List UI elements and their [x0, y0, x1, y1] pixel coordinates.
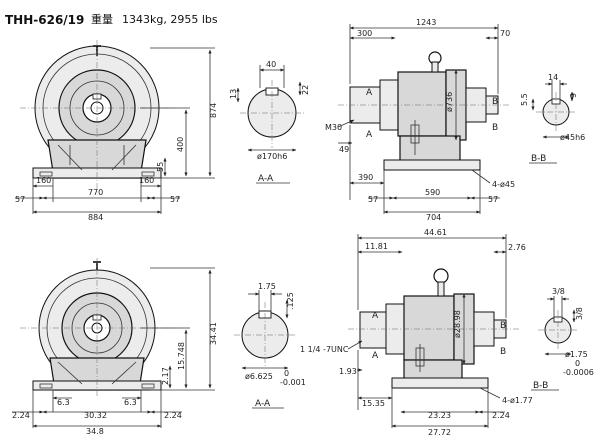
dim-57-left: 57 — [15, 195, 25, 204]
dim-15-35: 15.35 — [362, 399, 385, 408]
dim-55: 55 — [156, 162, 165, 172]
shaft-section-bb-metric: 14 5.5 9 ø45h6 B-B — [520, 73, 585, 164]
label-unc: 1 1/4 -7UNC — [300, 345, 349, 354]
dim-2-24-right: 2.24 — [164, 411, 182, 420]
dim-57-side-right: 57 — [488, 195, 498, 204]
dim-6-3-right: 6.3 — [124, 398, 137, 407]
dim-6-3-left: 6.3 — [57, 398, 70, 407]
dim-14: 14 — [548, 73, 558, 82]
dim-874: 874 — [209, 103, 218, 118]
dim-34-8: 34.8 — [86, 427, 104, 436]
dim-400: 400 — [176, 137, 185, 152]
mark-a-top: A — [366, 88, 373, 98]
tol-minus-aa: -0.001 — [280, 378, 306, 387]
dim-590: 590 — [425, 188, 440, 197]
dim-2-17: 2.17 — [161, 367, 170, 385]
dim-1-75: 1.75 — [258, 282, 276, 291]
dim-0-125: .125 — [286, 292, 295, 310]
dim-49: 49 — [339, 145, 349, 154]
section-label-bb: B-B — [531, 154, 546, 164]
section-label-aa: A-A — [258, 174, 274, 184]
dim-390: 390 — [358, 173, 373, 182]
front-dims-metric: 874 400 55 160 160 770 57 57 884 — [15, 47, 218, 222]
shaft-section-aa-metric: 40 13 22 ø170h6 A-A — [229, 60, 310, 184]
label-holes-metric: 4-ø45 — [492, 180, 515, 189]
dim-2-76: 2.76 — [508, 243, 526, 252]
front-dims-imperial: 34.41 15.748 2.17 6.3 6.3 30.32 2.24 2.2… — [12, 267, 218, 436]
mark-a-bottom: A — [366, 130, 373, 140]
dim-1243: 1243 — [416, 18, 436, 27]
dim-57-side-left: 57 — [368, 195, 378, 204]
label-holes-imperial: 4-ø1.77 — [502, 396, 533, 405]
dim-70: 70 — [500, 29, 510, 38]
dim-3-8-top: 3/8 — [552, 287, 565, 296]
dim-45h6: ø45h6 — [560, 133, 585, 142]
mark-b-top-imperial: B — [500, 321, 506, 331]
dim-34-41: 34.41 — [209, 322, 218, 345]
mark-b-bottom: B — [492, 123, 498, 133]
front-view-imperial — [20, 258, 175, 398]
dim-11-81: 11.81 — [365, 242, 388, 251]
dim-9: 9 — [569, 93, 578, 98]
mark-b-bottom-imperial: B — [500, 347, 506, 357]
dim-6-625: ø6.625 — [245, 372, 273, 381]
dim-23-23: 23.23 — [428, 411, 451, 420]
side-view-metric — [338, 51, 510, 171]
dim-770: 770 — [88, 188, 103, 197]
dim-2-24-left: 2.24 — [12, 411, 30, 420]
dim-160-right: 160 — [139, 176, 154, 185]
dim-736: ø736 — [445, 92, 454, 112]
dim-300: 300 — [357, 29, 372, 38]
dim-28-98: ø28.98 — [453, 310, 462, 338]
shaft-section-bb-imperial: 3/8 3/8 ø1.75 0 -0.0006 B-B — [531, 287, 594, 391]
dim-884: 884 — [88, 213, 103, 222]
dim-22: 22 — [301, 85, 310, 95]
dim-2-24-side: 2.24 — [492, 411, 510, 420]
side-dims-imperial: 44.61 11.81 2.76 ø28.98 1 1/4 -7UNC 1.93… — [300, 228, 533, 437]
dim-3-8-side: 3/8 — [575, 307, 584, 320]
weight-label: 重量 — [91, 12, 113, 26]
dim-170h6: ø170h6 — [257, 152, 287, 161]
section-label-bb-imperial: B-B — [533, 381, 548, 391]
tol-minus-bb: -0.0006 — [563, 368, 594, 377]
dim-160-left: 160 — [36, 176, 51, 185]
dim-704: 704 — [426, 213, 441, 222]
dim-5-5: 5.5 — [520, 93, 529, 106]
dim-1-93: 1.93 — [339, 367, 357, 376]
tol-zero-bb: 0 — [575, 359, 580, 368]
model-title: THH-626/19 — [5, 13, 84, 27]
dim-27-72: 27.72 — [428, 428, 451, 437]
tol-zero-aa: 0 — [284, 369, 289, 378]
front-view-metric — [20, 40, 175, 190]
mark-b-top: B — [492, 97, 498, 107]
shaft-section-aa-imperial: 1.75 .125 ø6.625 0 -0.001 A-A — [234, 282, 306, 409]
side-dims-metric: 1243 300 70 ø736 M30 49 A A B B 390 590 … — [325, 18, 515, 222]
dim-13: 13 — [229, 89, 238, 99]
dim-30-32: 30.32 — [84, 411, 107, 420]
mark-a-bottom-imperial: A — [372, 351, 379, 361]
dim-phi-1-75: ø1.75 — [565, 350, 588, 359]
label-m30: M30 — [325, 123, 342, 132]
weight-value: 1343kg, 2955 lbs — [122, 13, 218, 26]
side-view-imperial — [348, 268, 520, 389]
dim-44-61: 44.61 — [424, 228, 447, 237]
dim-40: 40 — [266, 60, 276, 69]
section-label-aa-imperial: A-A — [255, 399, 271, 409]
dim-15-748: 15.748 — [177, 342, 186, 370]
mark-a-top-imperial: A — [372, 311, 379, 321]
dim-57-right: 57 — [170, 195, 180, 204]
